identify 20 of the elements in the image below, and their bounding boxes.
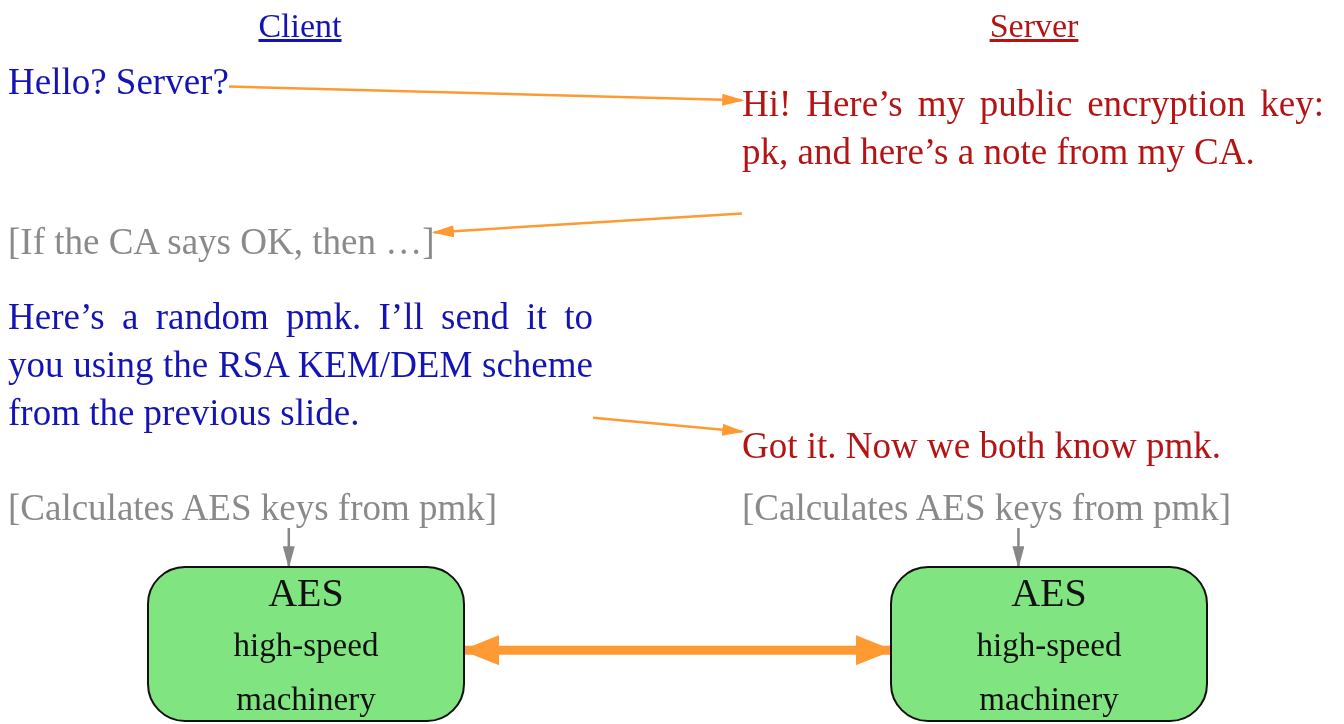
message-text: Hi! Here’s my public encryption key: pk, and here’s a note from my CA. xyxy=(742,80,1324,225)
message-text: Got it. Now we both know pmk. xyxy=(742,422,1324,470)
process-box xyxy=(890,566,1208,722)
arrow xyxy=(282,528,295,568)
message-text: [If the CA says OK, then …] xyxy=(8,218,435,266)
box-title: AES xyxy=(268,569,344,617)
process-box xyxy=(147,566,465,722)
arrow xyxy=(228,85,744,106)
message-text: Here’s a random pmk. I’ll send it to you using the RSA KEM/DEM scheme from the previous slide. xyxy=(8,293,593,438)
arrow xyxy=(432,212,743,238)
arrow xyxy=(1012,528,1025,568)
column-heading: Client xyxy=(258,6,342,46)
column-heading: Server xyxy=(989,6,1079,46)
box-title: AES xyxy=(1011,569,1087,617)
message-text: [Calculates AES keys from pmk] xyxy=(742,484,1324,528)
message-text: [Calculates AES keys from pmk] xyxy=(8,484,593,528)
message-text: Hello? Server? xyxy=(8,58,229,102)
arrow xyxy=(592,416,744,437)
box-text: high-speed machinery xyxy=(232,626,380,719)
box-text: high-speed machinery xyxy=(975,626,1123,719)
